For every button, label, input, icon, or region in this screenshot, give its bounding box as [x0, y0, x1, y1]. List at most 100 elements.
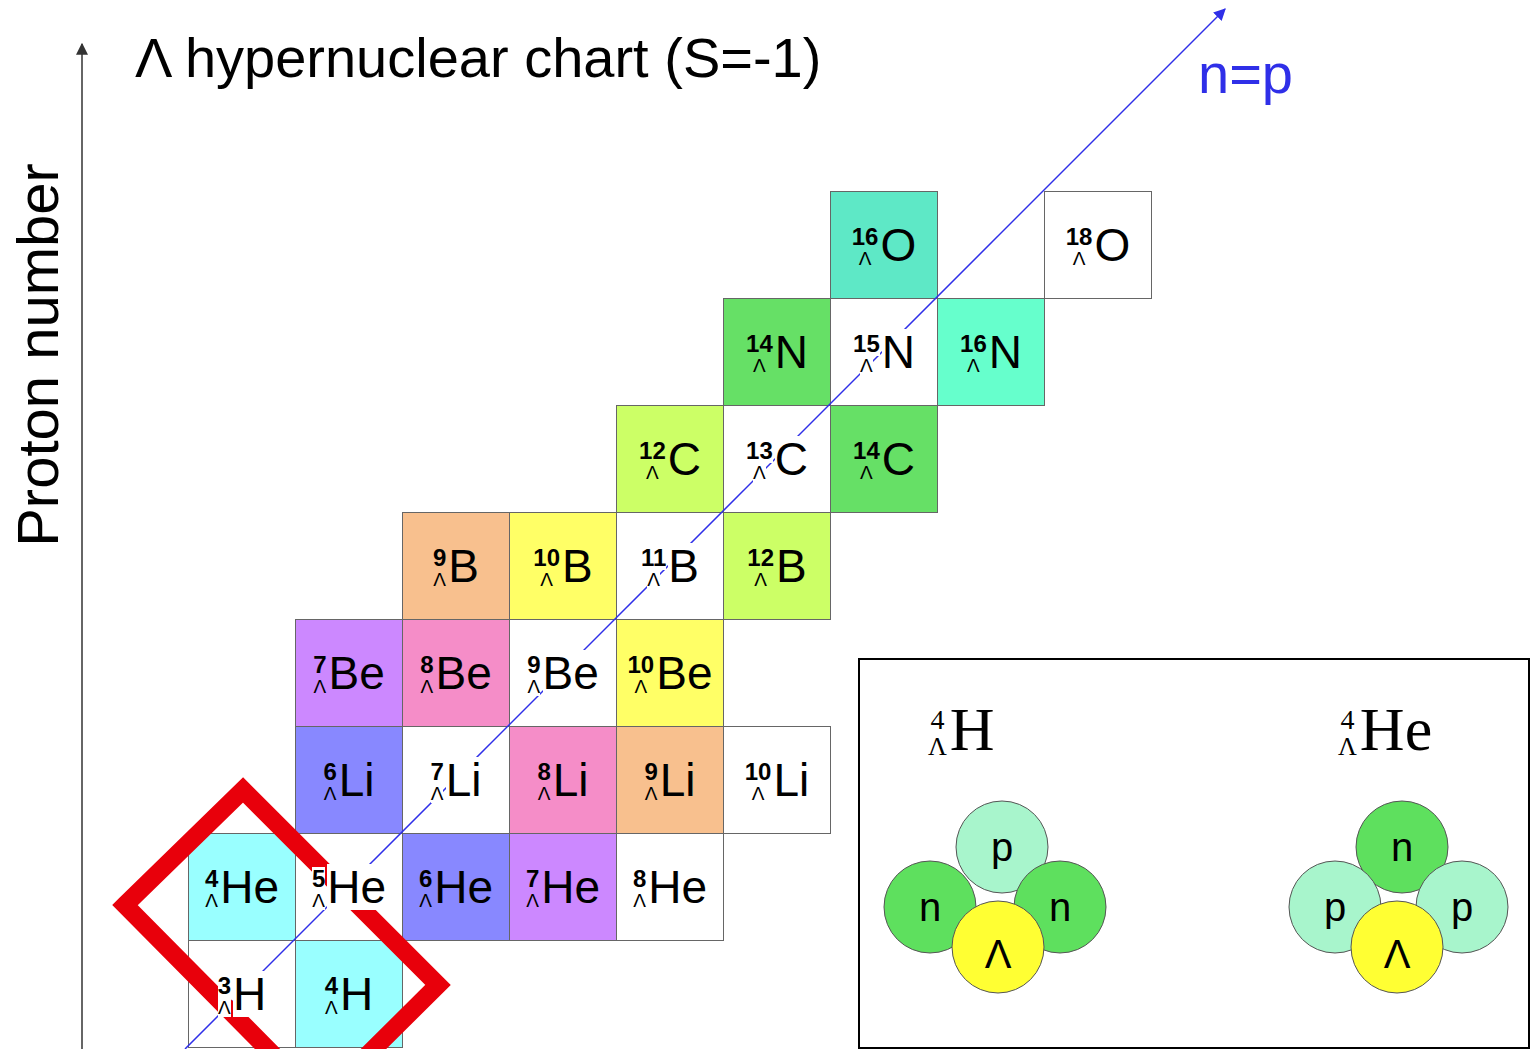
- particle-letter: n: [919, 887, 941, 927]
- nuclide-symbol: 18ΛO: [1066, 222, 1130, 268]
- index-stack: 9Λ: [527, 653, 540, 696]
- hypernucleus-cell: 12ΛC: [616, 405, 724, 513]
- mass-number: 10: [628, 653, 655, 677]
- index-stack: 10Λ: [628, 653, 655, 696]
- hypernucleus-cell: 11ΛB: [616, 512, 724, 620]
- proton-axis: [81, 44, 83, 1049]
- lambda-symbol: Λ: [1073, 249, 1086, 268]
- lambda-symbol: Λ: [860, 463, 873, 482]
- index-stack: 5Λ: [312, 867, 325, 910]
- mass-number: 4: [325, 974, 338, 998]
- particle-letter: n: [1391, 827, 1413, 867]
- nuclide-symbol: 4ΛH: [325, 971, 374, 1017]
- diagonal-label: n=p: [1198, 42, 1293, 105]
- lambda-symbol: Λ: [325, 998, 338, 1017]
- nuclide-symbol: 5ΛHe: [312, 864, 386, 910]
- mass-number: 12: [747, 546, 774, 570]
- hypernucleus-cell: 6ΛHe: [402, 833, 510, 941]
- nuclide-symbol: 3ΛH: [218, 971, 267, 1017]
- particle-circle: Λ: [951, 900, 1045, 994]
- hypernucleus-cell: 13ΛC: [723, 405, 831, 513]
- hypernucleus-cell: 5ΛHe: [295, 833, 403, 941]
- index-stack: 3Λ: [218, 974, 231, 1017]
- element-symbol: He: [541, 864, 600, 910]
- lambda-symbol: Λ: [1338, 734, 1357, 760]
- lambda-symbol: Λ: [433, 570, 446, 589]
- nuclide-symbol: 16ΛO: [852, 222, 916, 268]
- index-stack: 13Λ: [746, 439, 773, 482]
- element-symbol: C: [775, 436, 808, 482]
- lambda-symbol: Λ: [967, 356, 980, 375]
- index-stack: 16Λ: [852, 225, 879, 268]
- nuclide-symbol: 8ΛHe: [633, 864, 707, 910]
- index-stack: 10Λ: [745, 760, 772, 803]
- nuclide-symbol: 7ΛLi: [430, 757, 481, 803]
- nuclide-heading: 4ΛH: [928, 698, 995, 760]
- hypernucleus-cell: 8ΛBe: [402, 619, 510, 727]
- nuclide-symbol: 7ΛHe: [526, 864, 600, 910]
- mass-number: 8: [420, 653, 433, 677]
- inset-panel: 4ΛH4ΛHepnnΛnppΛ: [858, 658, 1530, 1049]
- circle-shape: [1351, 901, 1443, 993]
- mass-number: 13: [746, 439, 773, 463]
- hypernucleus-cell: 7ΛHe: [509, 833, 617, 941]
- mass-number: 6: [419, 867, 432, 891]
- hypernucleus-cell: 6ΛLi: [295, 726, 403, 834]
- nuclide-symbol: 10ΛBe: [628, 650, 713, 696]
- nuclide-symbol: 12ΛB: [747, 543, 806, 589]
- element-symbol: He: [1360, 698, 1432, 760]
- lambda-symbol: Λ: [754, 570, 767, 589]
- circle-shape: [952, 901, 1044, 993]
- index-stack: 8Λ: [537, 760, 550, 803]
- mass-number: 10: [745, 760, 772, 784]
- nuclide-symbol: 6ΛHe: [419, 864, 493, 910]
- lambda-symbol: Λ: [859, 249, 872, 268]
- index-stack: 9Λ: [433, 546, 446, 589]
- nuclide-symbol: 14ΛC: [853, 436, 915, 482]
- nuclide-symbol: 9ΛBe: [527, 650, 599, 696]
- particle-letter: p: [991, 827, 1013, 867]
- lambda-symbol: Λ: [647, 570, 660, 589]
- hypernucleus-cell: 14ΛN: [723, 298, 831, 406]
- lambda-symbol: Λ: [431, 784, 444, 803]
- particle-letter: Λ: [1384, 934, 1411, 974]
- label-wrap: n=p: [1198, 42, 1293, 106]
- nuclide-symbol: 10ΛB: [533, 543, 592, 589]
- hypernucleus-cell: 15ΛN: [830, 298, 938, 406]
- hypernucleus-cell: 8ΛLi: [509, 726, 617, 834]
- element-symbol: Be: [656, 650, 712, 696]
- element-symbol: Li: [446, 757, 482, 803]
- lambda-symbol: Λ: [645, 784, 658, 803]
- lambda-symbol: Λ: [646, 463, 659, 482]
- index-stack: 4Λ: [928, 706, 947, 760]
- lambda-symbol: Λ: [419, 891, 432, 910]
- index-stack: 12Λ: [747, 546, 774, 589]
- mass-number: 16: [960, 332, 987, 356]
- index-stack: 15Λ: [853, 332, 880, 375]
- nuclide-symbol: 16ΛN: [960, 329, 1022, 375]
- lambda-symbol: Λ: [528, 677, 541, 696]
- nuclide-symbol: 14ΛN: [746, 329, 808, 375]
- element-symbol: H: [950, 698, 995, 760]
- mass-number: 8: [537, 760, 550, 784]
- index-stack: 9Λ: [644, 760, 657, 803]
- lambda-symbol: Λ: [538, 784, 551, 803]
- hypernucleus-cell: 16ΛN: [937, 298, 1045, 406]
- mass-number: 10: [533, 546, 560, 570]
- mass-number: 9: [527, 653, 540, 677]
- hypernucleus-cell: 10ΛB: [509, 512, 617, 620]
- title-wrap: Λ hypernuclear chart (S=-1): [135, 26, 821, 90]
- lambda-symbol: Λ: [218, 998, 231, 1017]
- hypernucleus-cell: 9ΛBe: [509, 619, 617, 727]
- chart-title: Λ hypernuclear chart (S=-1): [135, 26, 821, 89]
- nuclide-symbol: 9ΛLi: [644, 757, 695, 803]
- element-symbol: O: [1094, 222, 1130, 268]
- lambda-symbol: Λ: [205, 891, 218, 910]
- hypernucleus-cell: 4ΛHe: [188, 833, 296, 941]
- mass-number: 4: [205, 867, 218, 891]
- element-symbol: Li: [660, 757, 696, 803]
- hypernucleus-cell: 10ΛLi: [723, 726, 831, 834]
- mass-number: 4: [1340, 706, 1354, 734]
- index-stack: 7Λ: [526, 867, 539, 910]
- index-stack: 4Λ: [1338, 706, 1357, 760]
